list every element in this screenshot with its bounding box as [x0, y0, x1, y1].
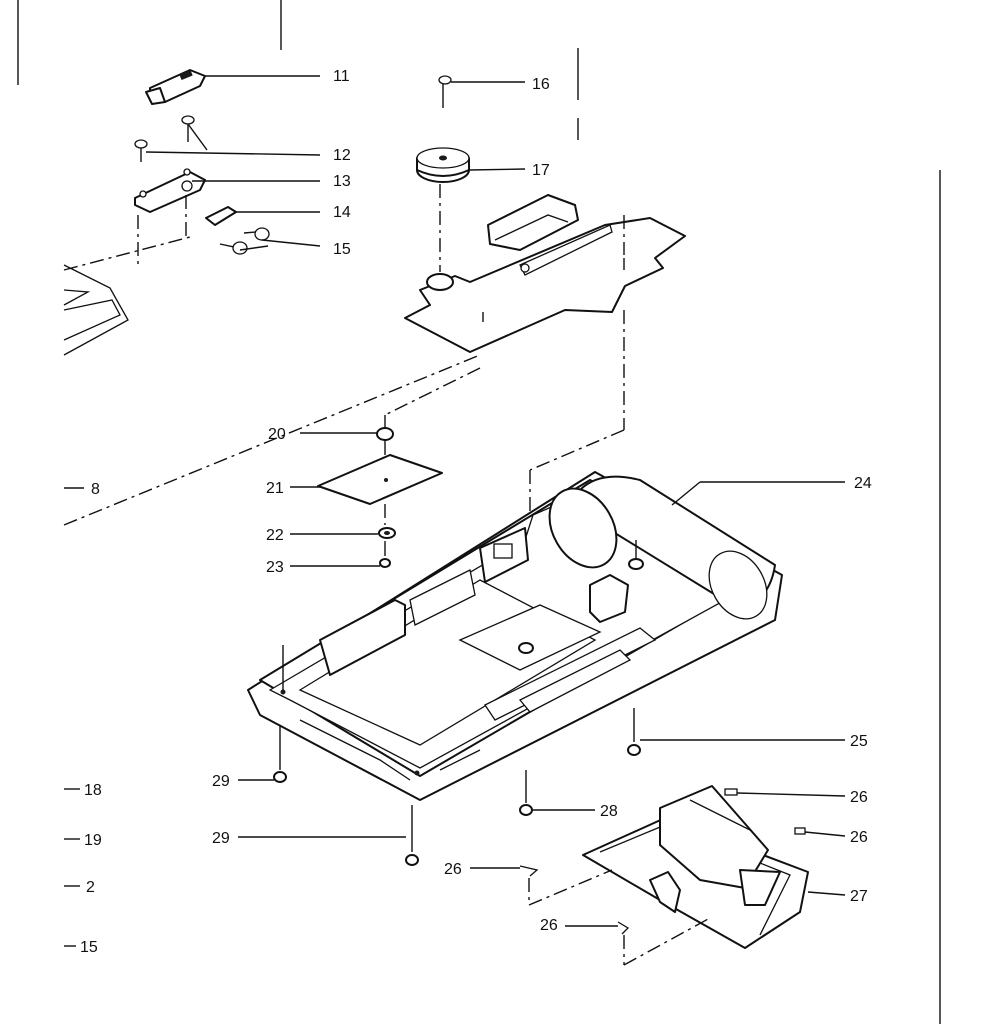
- callout-leaders: [64, 75, 846, 947]
- callout-21: 21: [266, 480, 284, 497]
- callout-26-b: 26: [850, 829, 868, 846]
- callout-16: 16: [532, 76, 550, 93]
- callout-25: 25: [850, 733, 868, 750]
- callout-22: 22: [266, 527, 284, 544]
- callout-23: 23: [266, 559, 284, 576]
- parts-25-28-29-screws: [273, 708, 641, 866]
- callout-24: 24: [854, 475, 872, 492]
- part-11-switch: [145, 69, 206, 105]
- callout-14: 14: [333, 204, 351, 221]
- edge-ref-2: 2: [86, 879, 95, 896]
- callout-27: 27: [850, 888, 868, 905]
- callout-13: 13: [333, 173, 351, 190]
- upper-housing-outline: [63, 236, 481, 526]
- callout-12: 12: [333, 147, 351, 164]
- parts-20-23-plate-and-fasteners: [317, 427, 443, 568]
- callout-20: 20: [268, 426, 286, 443]
- callout-labels: 11 12 13 14 15 16 17 20 21 22 23 24 25 2…: [212, 68, 872, 934]
- part-24-base-housing: [247, 471, 783, 801]
- edge-ref-15: 15: [80, 939, 98, 956]
- parts-16-17-pulley: [416, 75, 470, 272]
- edge-ref-8: 8: [91, 481, 100, 498]
- callout-17: 17: [532, 162, 550, 179]
- callout-29-b: 29: [212, 830, 230, 847]
- callout-11: 11: [333, 68, 350, 85]
- callout-28: 28: [600, 803, 618, 820]
- callout-29-a: 29: [212, 773, 230, 790]
- part-27-battery-cover: [519, 785, 809, 966]
- callout-26-c: 26: [444, 861, 462, 878]
- callout-26-d: 26: [540, 917, 558, 934]
- edge-ref-19: 19: [84, 832, 102, 849]
- callout-15: 15: [333, 241, 351, 258]
- edge-reference-labels: 8 18 19 2 15: [80, 481, 102, 956]
- page-edge-marks: [17, 0, 941, 1024]
- top-chassis-plate: [384, 194, 686, 640]
- parts-12-15-switch-bracket: [134, 115, 270, 265]
- callout-26-a: 26: [850, 789, 868, 806]
- edge-ref-18: 18: [84, 782, 102, 799]
